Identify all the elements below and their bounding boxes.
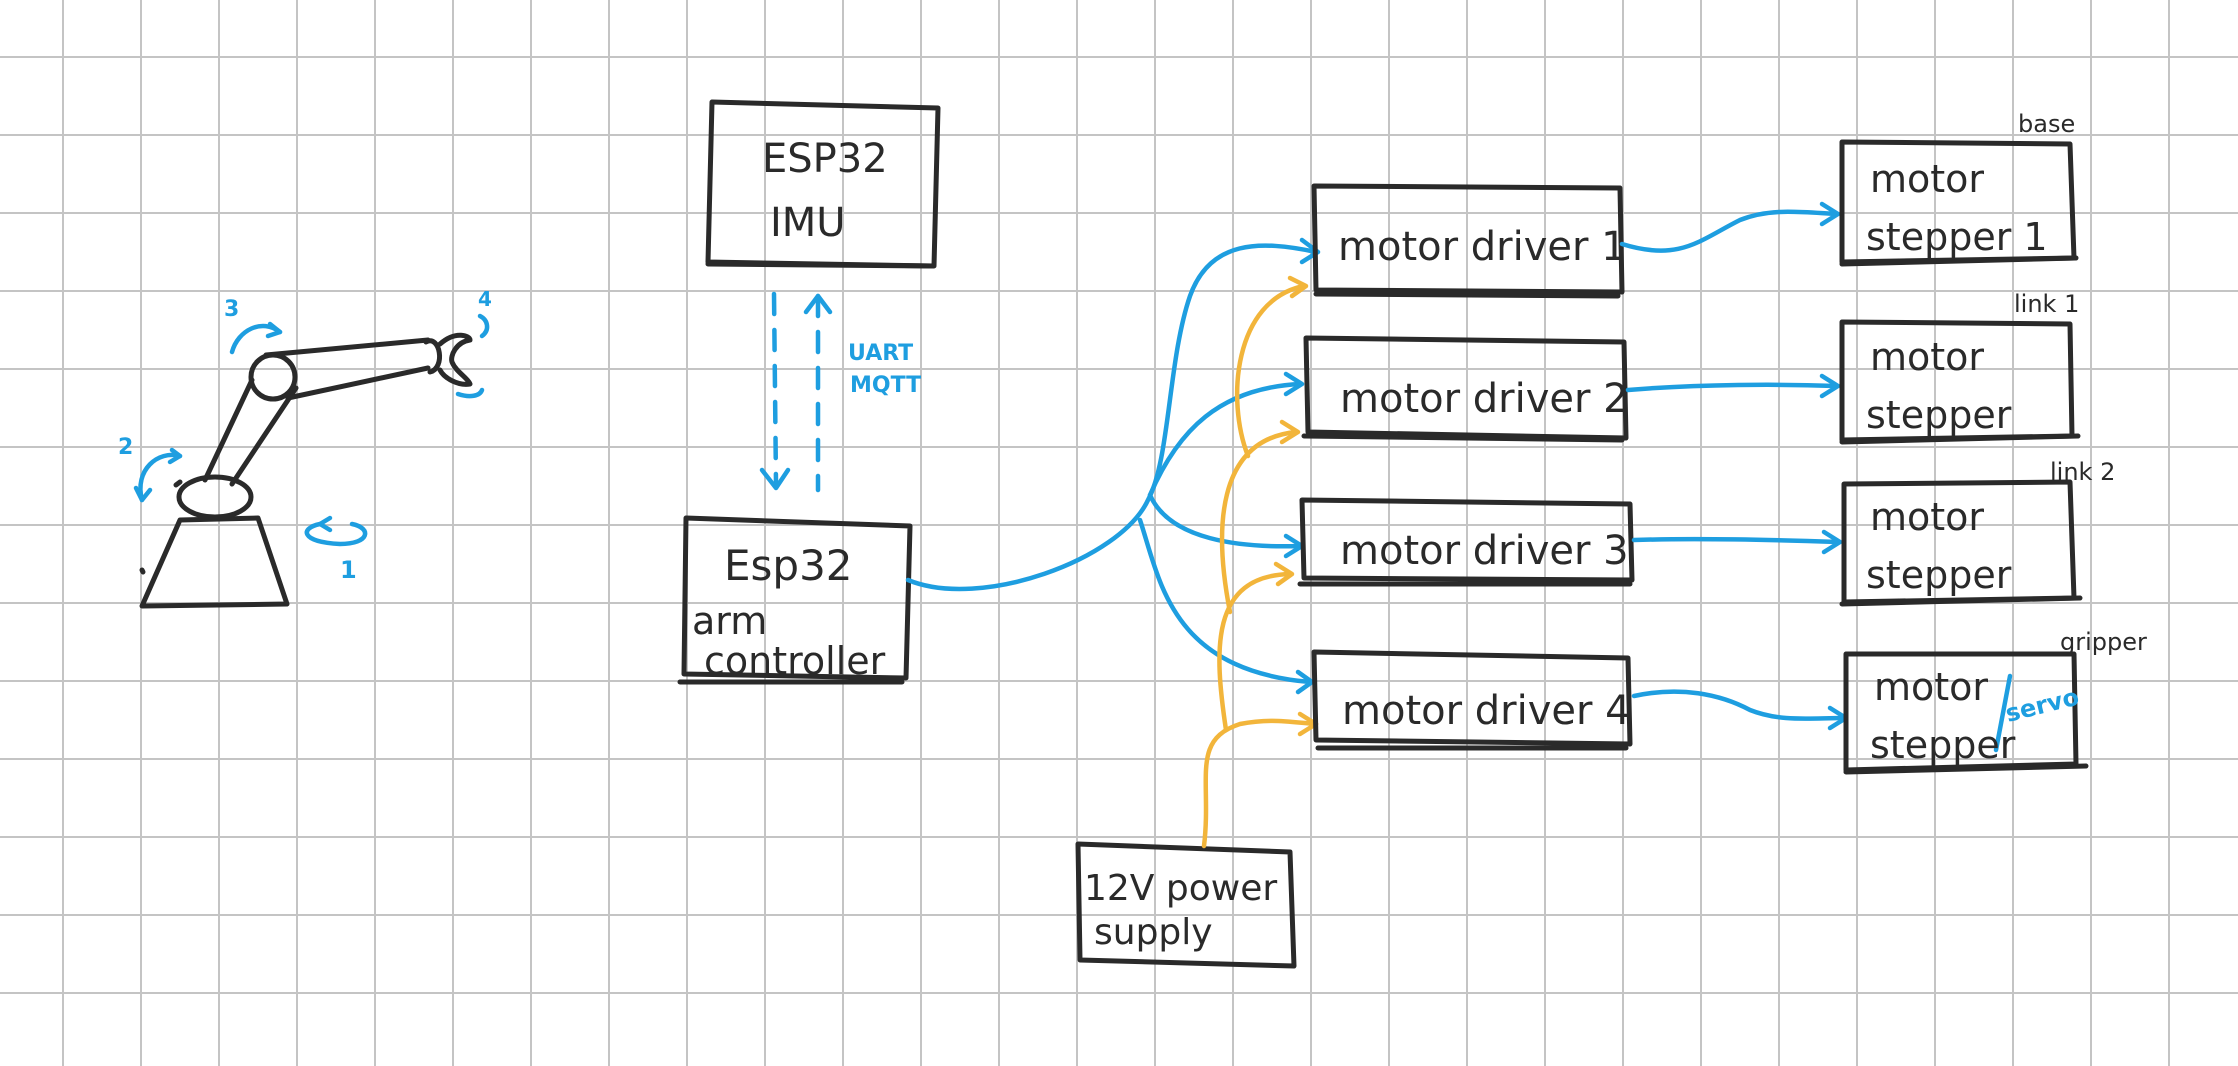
motor-label-gripper-servo: servo [2003, 683, 2082, 728]
motor-box-base: base motor stepper 1 [1839, 110, 2079, 267]
driver-label-1: motor driver 1 [1338, 224, 1627, 270]
robot-arm-sketch [139, 332, 473, 609]
motor-label-gripper-line1: motor [1874, 665, 1988, 709]
control-signal-wires [905, 237, 1321, 695]
uart-mqtt-link: UART MQTT [759, 291, 921, 493]
motor-label-link2-line1: motor [1870, 495, 1984, 539]
driver-motor-wires [1619, 201, 1849, 731]
motor-tag-link1: link 1 [2014, 290, 2079, 318]
controller-box: Esp32 arm controller [677, 515, 913, 685]
motor-label-gripper-line2: stepper [1870, 723, 2016, 767]
joint-label-4: 4 [478, 287, 492, 311]
joint-label-3: 3 [224, 297, 239, 322]
motor-tag-gripper: gripper [2060, 628, 2147, 656]
driver-box-1: motor driver 1 [1311, 183, 1627, 299]
power-box-subtitle: supply [1094, 912, 1213, 953]
driver-label-2: motor driver 2 [1340, 376, 1629, 422]
joint-label-2: 2 [118, 435, 133, 460]
driver-box-3: motor driver 3 [1297, 497, 1635, 587]
link-label-mqtt: MQTT [850, 373, 921, 398]
controller-box-title: Esp32 [724, 541, 853, 590]
power-supply-box: 12V power supply [1075, 841, 1297, 969]
motor-tag-base: base [2018, 110, 2075, 138]
power-box-title: 12V power [1084, 868, 1277, 909]
motor-box-link2: link 2 motor stepper [1839, 458, 2115, 607]
motor-tag-link2: link 2 [2050, 458, 2115, 486]
link-label-uart: UART [848, 341, 913, 366]
joint-rotation-arrows [133, 313, 490, 547]
imu-box-subtitle: IMU [770, 200, 846, 246]
driver-label-4: motor driver 4 [1342, 688, 1631, 734]
driver-box-4: motor driver 4 [1311, 649, 1633, 751]
motor-label-base-line2: stepper 1 [1866, 215, 2048, 259]
joint-label-1: 1 [340, 556, 357, 584]
controller-box-line3: controller [704, 639, 886, 683]
motor-label-link2-line2: stepper [1866, 553, 2012, 597]
motor-label-link1-line1: motor [1870, 335, 1984, 379]
motor-box-gripper: gripper motor stepper servo [1843, 628, 2147, 775]
motor-box-link1: link 1 motor stepper [1839, 290, 2081, 445]
imu-box: ESP32 IMU [705, 99, 941, 269]
imu-box-title: ESP32 [762, 136, 888, 182]
driver-box-2: motor driver 2 [1301, 335, 1629, 443]
controller-box-line2: arm [692, 599, 767, 643]
driver-label-3: motor driver 3 [1340, 528, 1629, 574]
power-wires [1201, 275, 1319, 849]
motor-label-link1-line2: stepper [1866, 393, 2012, 437]
motor-label-base-line1: motor [1870, 157, 1984, 201]
